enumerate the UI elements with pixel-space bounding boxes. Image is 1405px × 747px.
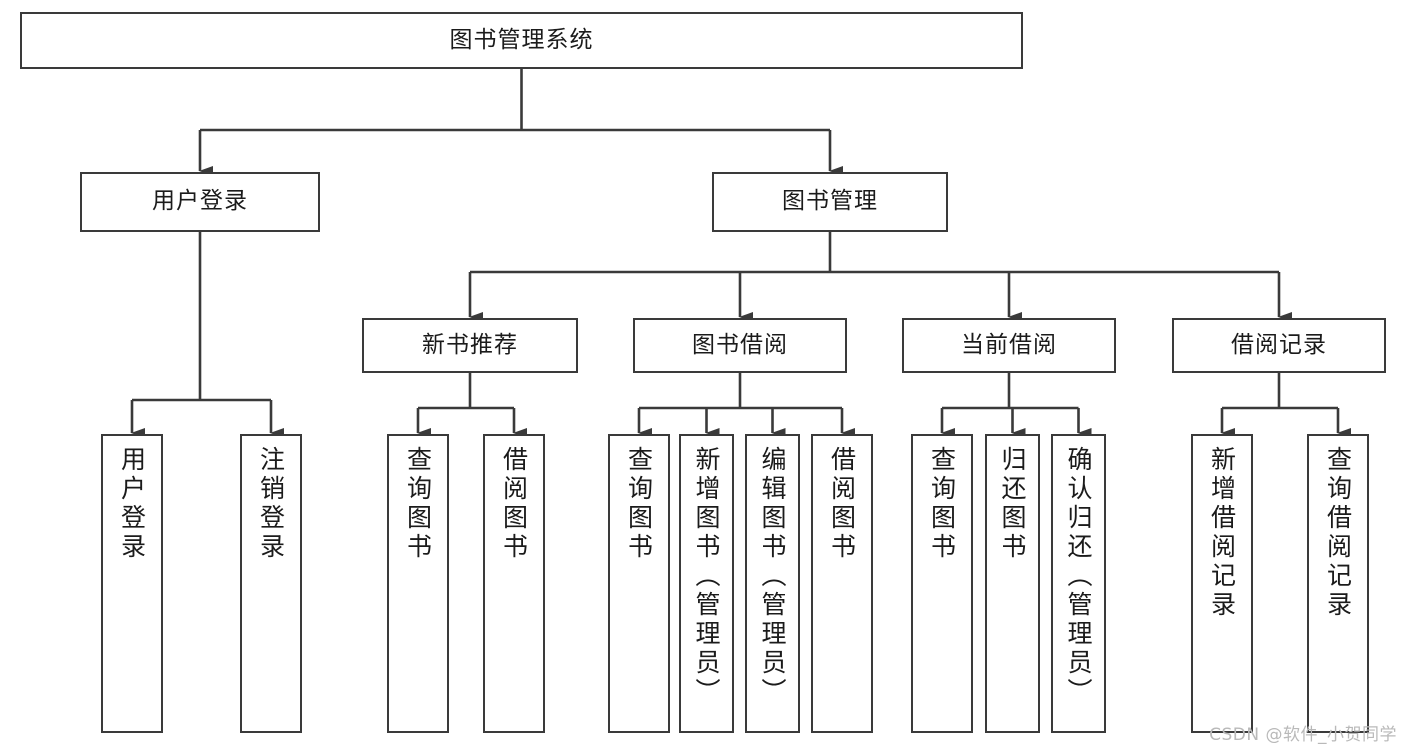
- leaf-6-node[interactable]: 编辑图书（管理员）: [745, 434, 800, 733]
- level2-图书借阅-node[interactable]: 图书借阅: [633, 318, 847, 373]
- level1-用户登录-label: 用户登录: [152, 188, 248, 215]
- leaf-4-node[interactable]: 查询图书: [608, 434, 670, 733]
- leaf-8-node[interactable]: 查询图书: [911, 434, 973, 733]
- leaf-4-label: 查询图书: [624, 446, 654, 562]
- leaf-3-node[interactable]: 借阅图书: [483, 434, 545, 733]
- level1-图书管理-label: 图书管理: [782, 188, 878, 215]
- watermark-text: CSDN @软件_小贺同学: [1209, 725, 1397, 745]
- leaf-0-label: 用户登录: [117, 446, 147, 562]
- level2-借阅记录-label: 借阅记录: [1231, 331, 1327, 358]
- leaf-5-label: 新增图书（管理员）: [692, 446, 721, 707]
- leaf-6-label: 编辑图书（管理员）: [758, 446, 787, 707]
- leaf-2-node[interactable]: 查询图书: [387, 434, 449, 733]
- leaf-9-label: 归还图书: [998, 446, 1027, 562]
- leaf-8-label: 查询图书: [927, 446, 957, 562]
- level1-用户登录-node[interactable]: 用户登录: [80, 172, 320, 232]
- root-label: 图书管理系统: [449, 26, 594, 53]
- leaf-9-node[interactable]: 归还图书: [985, 434, 1040, 733]
- leaf-0-node[interactable]: 用户登录: [101, 434, 163, 733]
- leaf-3-label: 借阅图书: [499, 446, 529, 562]
- leaf-10-node[interactable]: 确认归还（管理员）: [1051, 434, 1106, 733]
- leaf-7-node[interactable]: 借阅图书: [811, 434, 873, 733]
- level2-图书借阅-label: 图书借阅: [692, 331, 788, 358]
- leaf-5-node[interactable]: 新增图书（管理员）: [679, 434, 734, 733]
- leaf-11-label: 新增借阅记录: [1207, 446, 1237, 620]
- level2-当前借阅-label: 当前借阅: [961, 331, 1057, 358]
- leaf-2-label: 查询图书: [403, 446, 433, 562]
- leaf-10-label: 确认归还（管理员）: [1064, 446, 1093, 707]
- leaf-12-node[interactable]: 查询借阅记录: [1307, 434, 1369, 733]
- leaf-1-label: 注销登录: [256, 446, 286, 562]
- level1-图书管理-node[interactable]: 图书管理: [712, 172, 948, 232]
- level2-新书推荐-label: 新书推荐: [422, 331, 518, 358]
- level2-当前借阅-node[interactable]: 当前借阅: [902, 318, 1116, 373]
- root-node[interactable]: 图书管理系统: [20, 12, 1023, 69]
- leaf-1-node[interactable]: 注销登录: [240, 434, 302, 733]
- leaf-11-node[interactable]: 新增借阅记录: [1191, 434, 1253, 733]
- level2-新书推荐-node[interactable]: 新书推荐: [362, 318, 578, 373]
- leaf-12-label: 查询借阅记录: [1323, 446, 1353, 620]
- level2-借阅记录-node[interactable]: 借阅记录: [1172, 318, 1386, 373]
- leaf-7-label: 借阅图书: [827, 446, 857, 562]
